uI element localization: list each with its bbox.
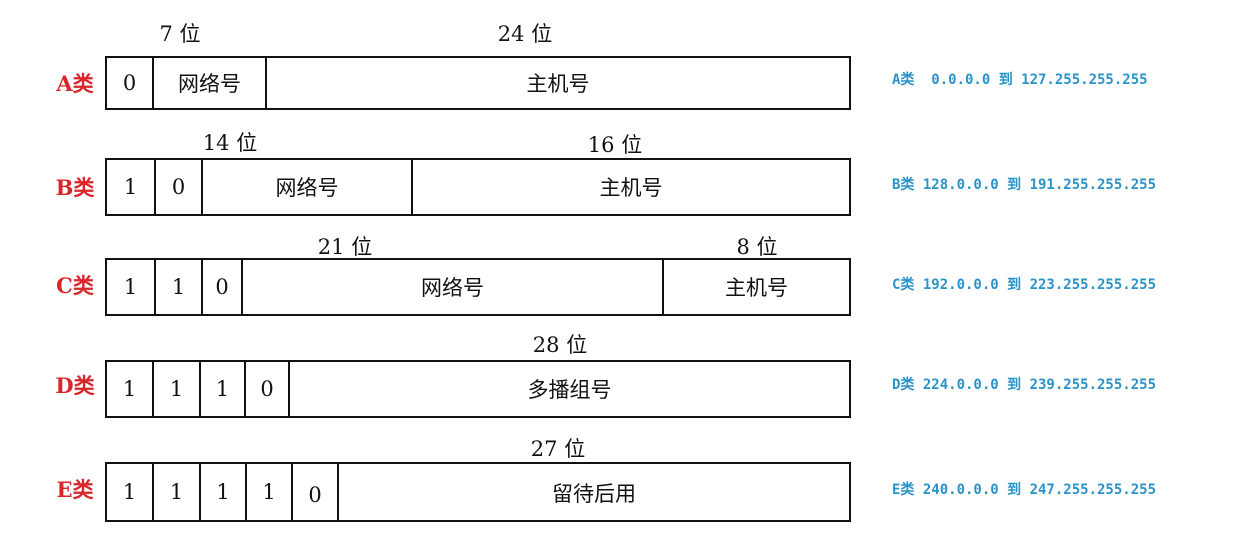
class-e-reserved-field: 留待后用 [552,482,636,506]
class-a-host-field: 主机号 [526,72,590,96]
class-c-network-field: 网络号 [243,260,664,314]
class-c-address-box: 1 1 0 网络号 主机号 [105,258,851,316]
class-e-bit-1: 1 [107,464,154,520]
class-d-bit-1: 1 [107,362,154,416]
class-b-range: B类 128.0.0.0 到 191.255.255.255 [892,177,1157,193]
class-c-bit-1: 1 [107,260,156,314]
class-e-bit-3: 1 [201,464,247,520]
class-a-network-bits-label: 7 位 [159,22,201,46]
class-d-bit-2: 1 [154,362,201,416]
class-a-host-bits-label: 24 位 [497,22,553,46]
class-c-range: C类 192.0.0.0 到 223.255.255.255 [892,277,1157,293]
class-c-row: 21 位 8 位 C类 1 1 0 网络号 主机号 C类 192.0.0.0 到… [0,200,1249,316]
class-e-range: E类 240.0.0.0 到 247.255.255.255 [892,482,1157,498]
class-d-address-box: 1 1 1 0 多播组号 [105,360,851,418]
class-a-leading-bit: 0 [107,58,154,108]
class-b-host-bits-label: 16 位 [587,133,643,157]
class-c-bit-2: 1 [156,260,203,314]
class-c-label: C类 [56,273,94,298]
class-d-row: 28 位 D类 1 1 1 0 多播组号 D类 224.0.0.0 到 239.… [0,300,1249,418]
class-d-multicast-bits-label: 28 位 [532,333,588,357]
class-a-label: A类 [56,71,94,96]
class-e-bit-4: 1 [247,464,293,520]
class-a-address-box: 0 网络号 主机号 [105,56,851,110]
class-b-network-field: 网络号 [203,160,413,214]
class-e-address-box: 1 1 1 1 0 留待后用 [105,462,851,522]
class-a-network-field: 网络号 [154,58,267,108]
class-a-range: A类 0.0.0.0 到 127.255.255.255 [892,72,1148,88]
class-b-network-bits-label: 14 位 [202,131,258,155]
class-e-label: E类 [56,477,94,502]
class-b-host-field: 主机号 [599,176,663,200]
class-d-label: D类 [55,373,95,398]
class-b-bit-2: 0 [156,160,203,214]
class-c-network-bits-label: 21 位 [317,235,373,259]
class-b-address-box: 1 0 网络号 主机号 [105,158,851,216]
class-b-label: B类 [55,175,95,200]
class-e-bit-5: 0 [293,464,339,520]
class-e-row: 27 位 E类 1 1 1 1 0 留待后用 E类 240.0.0.0 到 24… [0,400,1249,522]
class-e-reserved-bits-label: 27 位 [530,437,586,461]
class-d-multicast-group-field: 多播组号 [527,378,612,402]
class-d-bit-4: 0 [246,362,290,416]
class-c-host-field: 主机号 [725,276,788,300]
class-b-bit-1: 1 [107,160,156,214]
class-c-bit-3: 0 [203,260,243,314]
class-e-bit-2: 1 [154,464,201,520]
class-d-range: D类 224.0.0.0 到 239.255.255.255 [892,377,1157,393]
class-d-bit-3: 1 [201,362,246,416]
class-a-row: 7 位 24 位 A类 0 网络号 主机号 A类 0.0.0.0 到 127.2… [0,0,1249,110]
class-c-host-bits-label: 8 位 [736,235,778,259]
class-b-row: 14 位 16 位 B类 1 0 网络号 主机号 B类 128.0.0.0 到 … [0,100,1249,216]
